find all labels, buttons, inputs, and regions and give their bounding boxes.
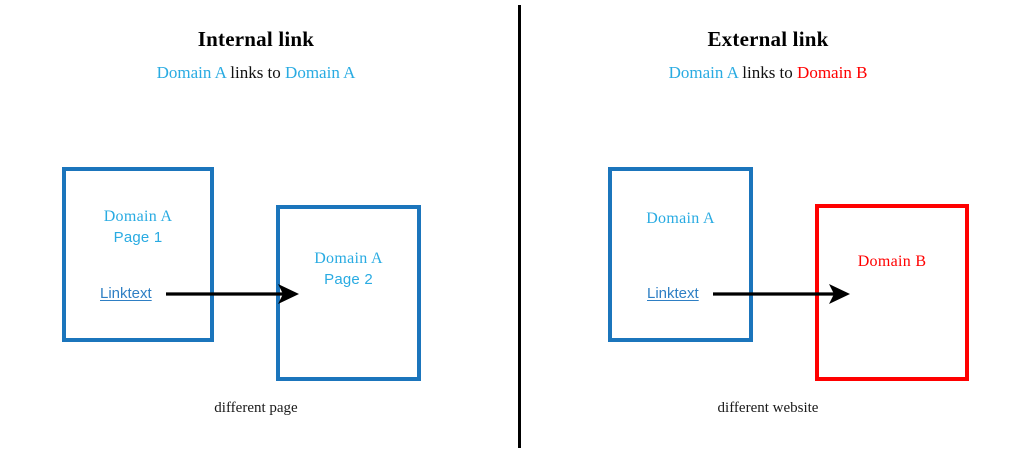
- panel-internal-link: Internal link Domain A links to Domain A…: [0, 27, 512, 416]
- external-linktext-link[interactable]: Linktext: [647, 285, 699, 302]
- subtitle-source-domain: Domain A: [668, 63, 738, 82]
- internal-source-page-label: Page 1: [113, 229, 163, 246]
- panel-external-subtitle: Domain A links to Domain B: [512, 63, 1024, 83]
- subtitle-target-domain: Domain B: [797, 63, 868, 82]
- internal-target-domain-label: Domain A: [314, 250, 383, 267]
- panel-divider: [518, 5, 521, 448]
- panel-external-title: External link: [707, 27, 829, 51]
- external-target-domain-label: Domain B: [857, 253, 927, 270]
- external-target-box[interactable]: Domain B: [815, 204, 969, 381]
- external-caption: different website: [717, 400, 819, 416]
- subtitle-source-domain: Domain A: [156, 63, 226, 82]
- external-link-arrow: [713, 284, 850, 304]
- internal-link-arrow: [166, 284, 299, 304]
- subtitle-target-domain: Domain A: [285, 63, 356, 82]
- panel-internal-title: Internal link: [197, 27, 315, 51]
- internal-linktext-link[interactable]: Linktext: [100, 285, 152, 302]
- panel-internal-subtitle: Domain A links to Domain A: [0, 63, 512, 83]
- panel-external-link: External link Domain A links to Domain B…: [512, 0, 1024, 454]
- internal-caption: different page: [214, 400, 298, 416]
- external-source-domain-label: Domain A: [646, 210, 715, 227]
- internal-source-box[interactable]: Domain A Page 1: [62, 167, 214, 342]
- internal-source-domain-label: Domain A: [103, 208, 173, 225]
- subtitle-connector: links to: [738, 63, 798, 82]
- subtitle-connector: links to: [226, 63, 286, 82]
- external-source-box[interactable]: Domain A: [608, 167, 753, 342]
